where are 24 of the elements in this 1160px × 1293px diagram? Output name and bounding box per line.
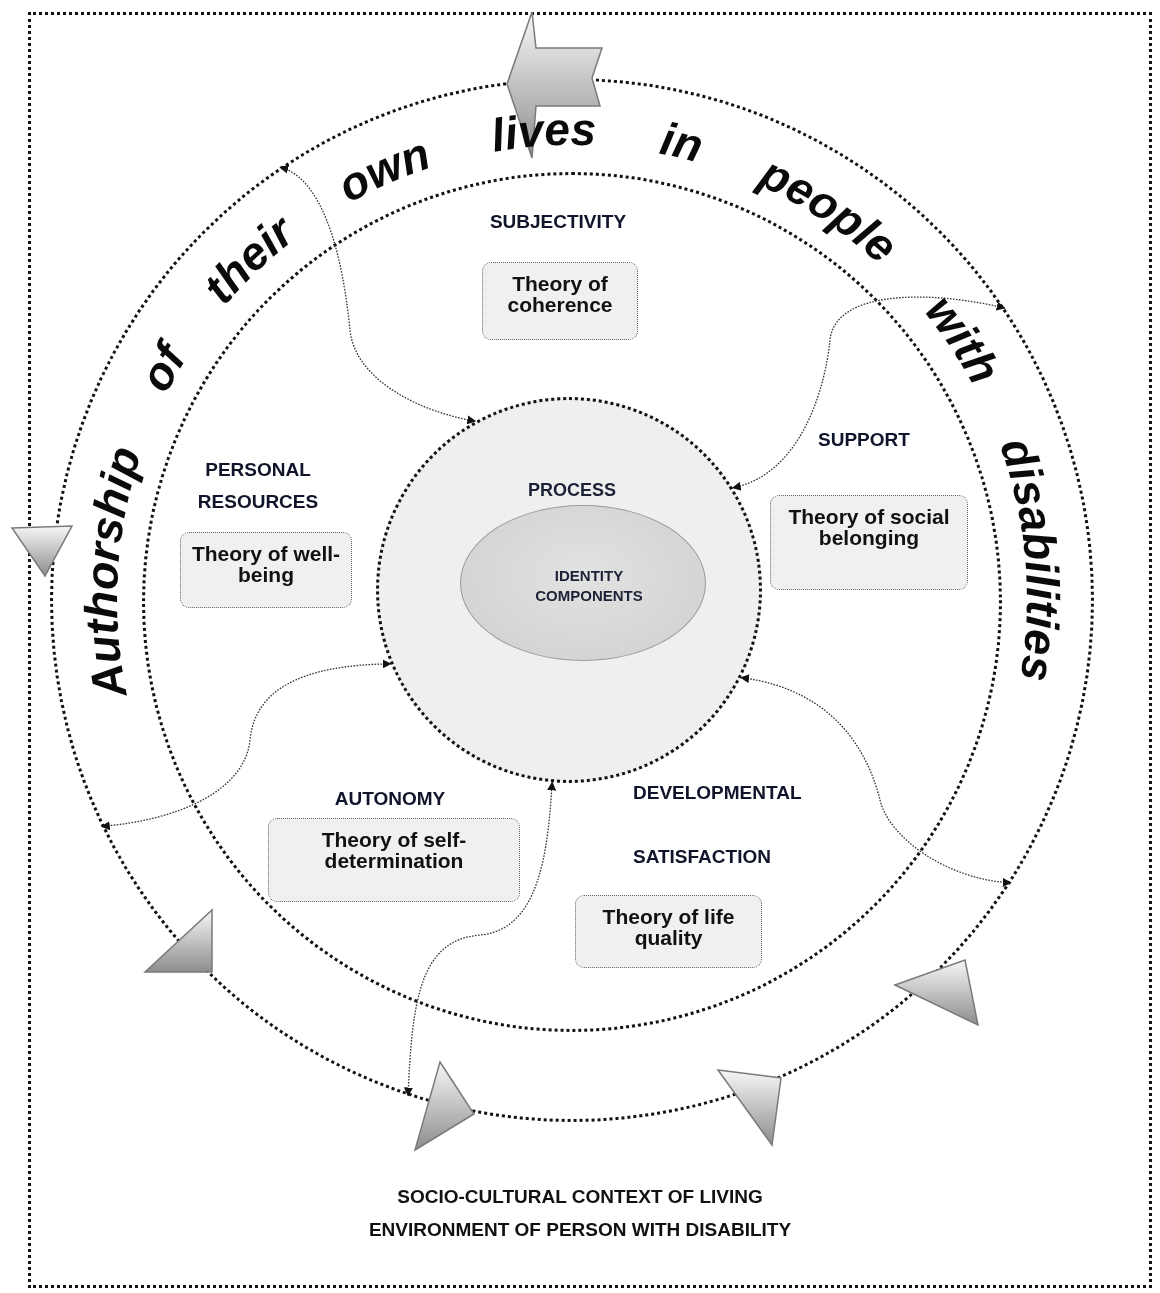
ring-word: in xyxy=(656,112,709,173)
theory-box: Theory of social belonging xyxy=(770,495,968,590)
section-heading: DEVELOPMENTAL xyxy=(633,781,803,805)
curved-arrow xyxy=(740,674,1012,887)
section-heading: PERSONAL RESOURCES xyxy=(196,458,320,514)
curved-arrow xyxy=(404,781,557,1097)
ring-word: of xyxy=(128,335,196,400)
curved-arrow xyxy=(731,296,1006,490)
section-heading: SUBJECTIVITY xyxy=(488,210,628,234)
curved-arrow xyxy=(100,659,392,830)
theory-box: Theory of coherence xyxy=(482,262,638,340)
ellipse-label: IDENTITY COMPONENTS xyxy=(534,566,644,606)
outer-ring xyxy=(50,78,1094,1122)
circle-label: PROCESS xyxy=(527,480,617,501)
theory-box: Theory of well-being xyxy=(180,532,352,608)
section-heading: SATISFACTION xyxy=(633,845,772,869)
section-heading: SUPPORT xyxy=(818,428,911,452)
curved-arrow xyxy=(279,166,477,425)
theory-box: Theory of life quality xyxy=(575,895,762,968)
caption: SOCIO-CULTURAL CONTEXT OF LIVING ENVIRONMENT OF PERSON WITH DISABILITY xyxy=(367,1185,793,1242)
theory-box: Theory of self-determination xyxy=(268,818,520,902)
ring-word: own xyxy=(329,126,437,213)
section-heading: AUTONOMY xyxy=(333,788,447,810)
ring-word: lives xyxy=(487,102,597,162)
